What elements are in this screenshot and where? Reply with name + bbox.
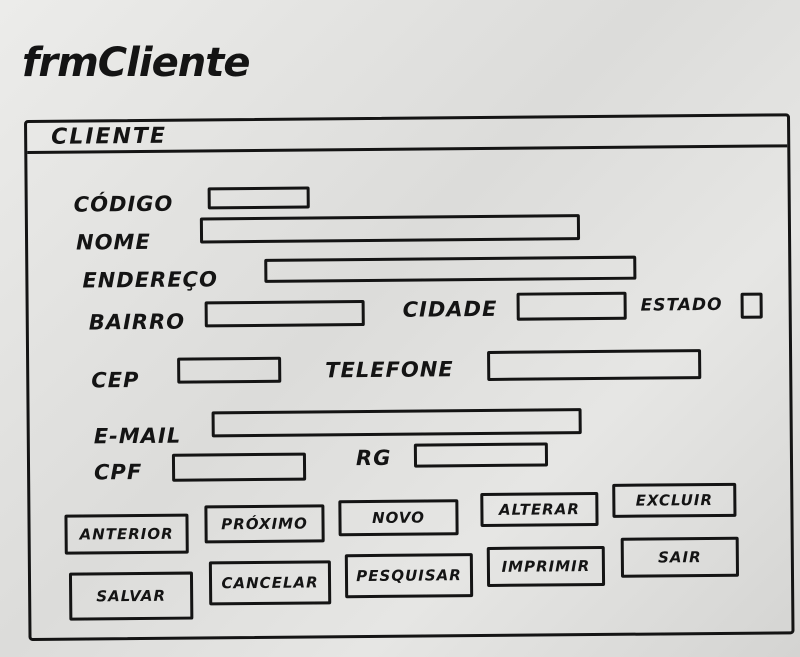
novo-button[interactable]: NOVO bbox=[338, 499, 459, 537]
sair-button[interactable]: SAIR bbox=[620, 536, 740, 578]
nome-label: NOME bbox=[75, 229, 151, 255]
email-label: E-MAIL bbox=[93, 423, 182, 449]
client-window: CLIENTE CÓDIGO NOME ENDEREÇO BAIRRO CIDA… bbox=[24, 113, 795, 641]
cpf-input[interactable] bbox=[171, 452, 307, 482]
pesquisar-button[interactable]: PESQUISAR bbox=[344, 553, 474, 599]
alterar-button[interactable]: ALTERAR bbox=[480, 492, 599, 528]
anterior-button[interactable]: ANTERIOR bbox=[64, 513, 189, 555]
cep-input[interactable] bbox=[177, 356, 282, 384]
window-titlebar: CLIENTE bbox=[27, 116, 788, 154]
window-title: CLIENTE bbox=[51, 123, 168, 150]
telefone-label: TELEFONE bbox=[325, 357, 454, 383]
salvar-button[interactable]: SALVAR bbox=[68, 571, 194, 621]
form-name: frmCliente bbox=[22, 40, 250, 86]
bairro-input[interactable] bbox=[204, 300, 365, 328]
nome-input[interactable] bbox=[199, 214, 581, 244]
proximo-button[interactable]: PRÓXIMO bbox=[204, 504, 325, 544]
estado-input[interactable] bbox=[740, 292, 763, 319]
cpf-label: CPF bbox=[93, 459, 143, 485]
cidade-label: CIDADE bbox=[402, 296, 498, 322]
estado-label: ESTADO bbox=[640, 294, 723, 316]
excluir-button[interactable]: EXCLUIR bbox=[612, 482, 737, 518]
endereco-label: ENDEREÇO bbox=[82, 267, 218, 293]
rg-label: RG bbox=[355, 445, 392, 471]
rg-input[interactable] bbox=[413, 442, 549, 468]
cep-label: CEP bbox=[91, 368, 140, 393]
codigo-label: CÓDIGO bbox=[73, 191, 174, 217]
codigo-input[interactable] bbox=[207, 186, 310, 210]
imprimir-button[interactable]: IMPRIMIR bbox=[486, 545, 606, 587]
email-input[interactable] bbox=[211, 408, 582, 438]
cidade-input[interactable] bbox=[516, 291, 627, 321]
telefone-input[interactable] bbox=[487, 349, 702, 381]
cancelar-button[interactable]: CANCELAR bbox=[208, 560, 332, 606]
bairro-label: BAIRRO bbox=[88, 309, 186, 335]
endereco-input[interactable] bbox=[264, 255, 637, 283]
